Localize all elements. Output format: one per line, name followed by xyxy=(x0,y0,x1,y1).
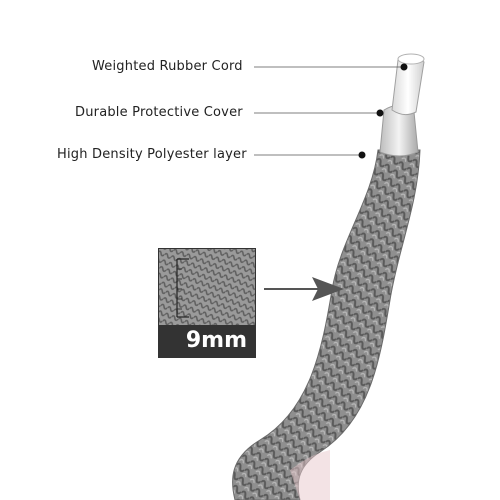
callout-dot-1 xyxy=(400,63,408,71)
diameter-label: 9mm xyxy=(185,328,247,353)
callout-high-density-polyester: High Density Polyester layer xyxy=(57,147,247,162)
rope-end-tint xyxy=(290,450,330,500)
callout-weighted-rubber-cord: Weighted Rubber Cord xyxy=(92,59,243,74)
pointer-arrow-head xyxy=(312,277,344,301)
diameter-inset: 9mm xyxy=(158,248,256,358)
callout-dot-2 xyxy=(376,109,384,117)
core-tip xyxy=(397,53,425,65)
rubber-core xyxy=(391,56,425,116)
callout-durable-protective-cover: Durable Protective Cover xyxy=(75,105,243,120)
measure-badge: 9mm xyxy=(159,325,255,357)
inset-braid-closeup xyxy=(159,249,255,329)
callout-dot-3 xyxy=(358,151,366,159)
rope-braid xyxy=(232,149,421,500)
